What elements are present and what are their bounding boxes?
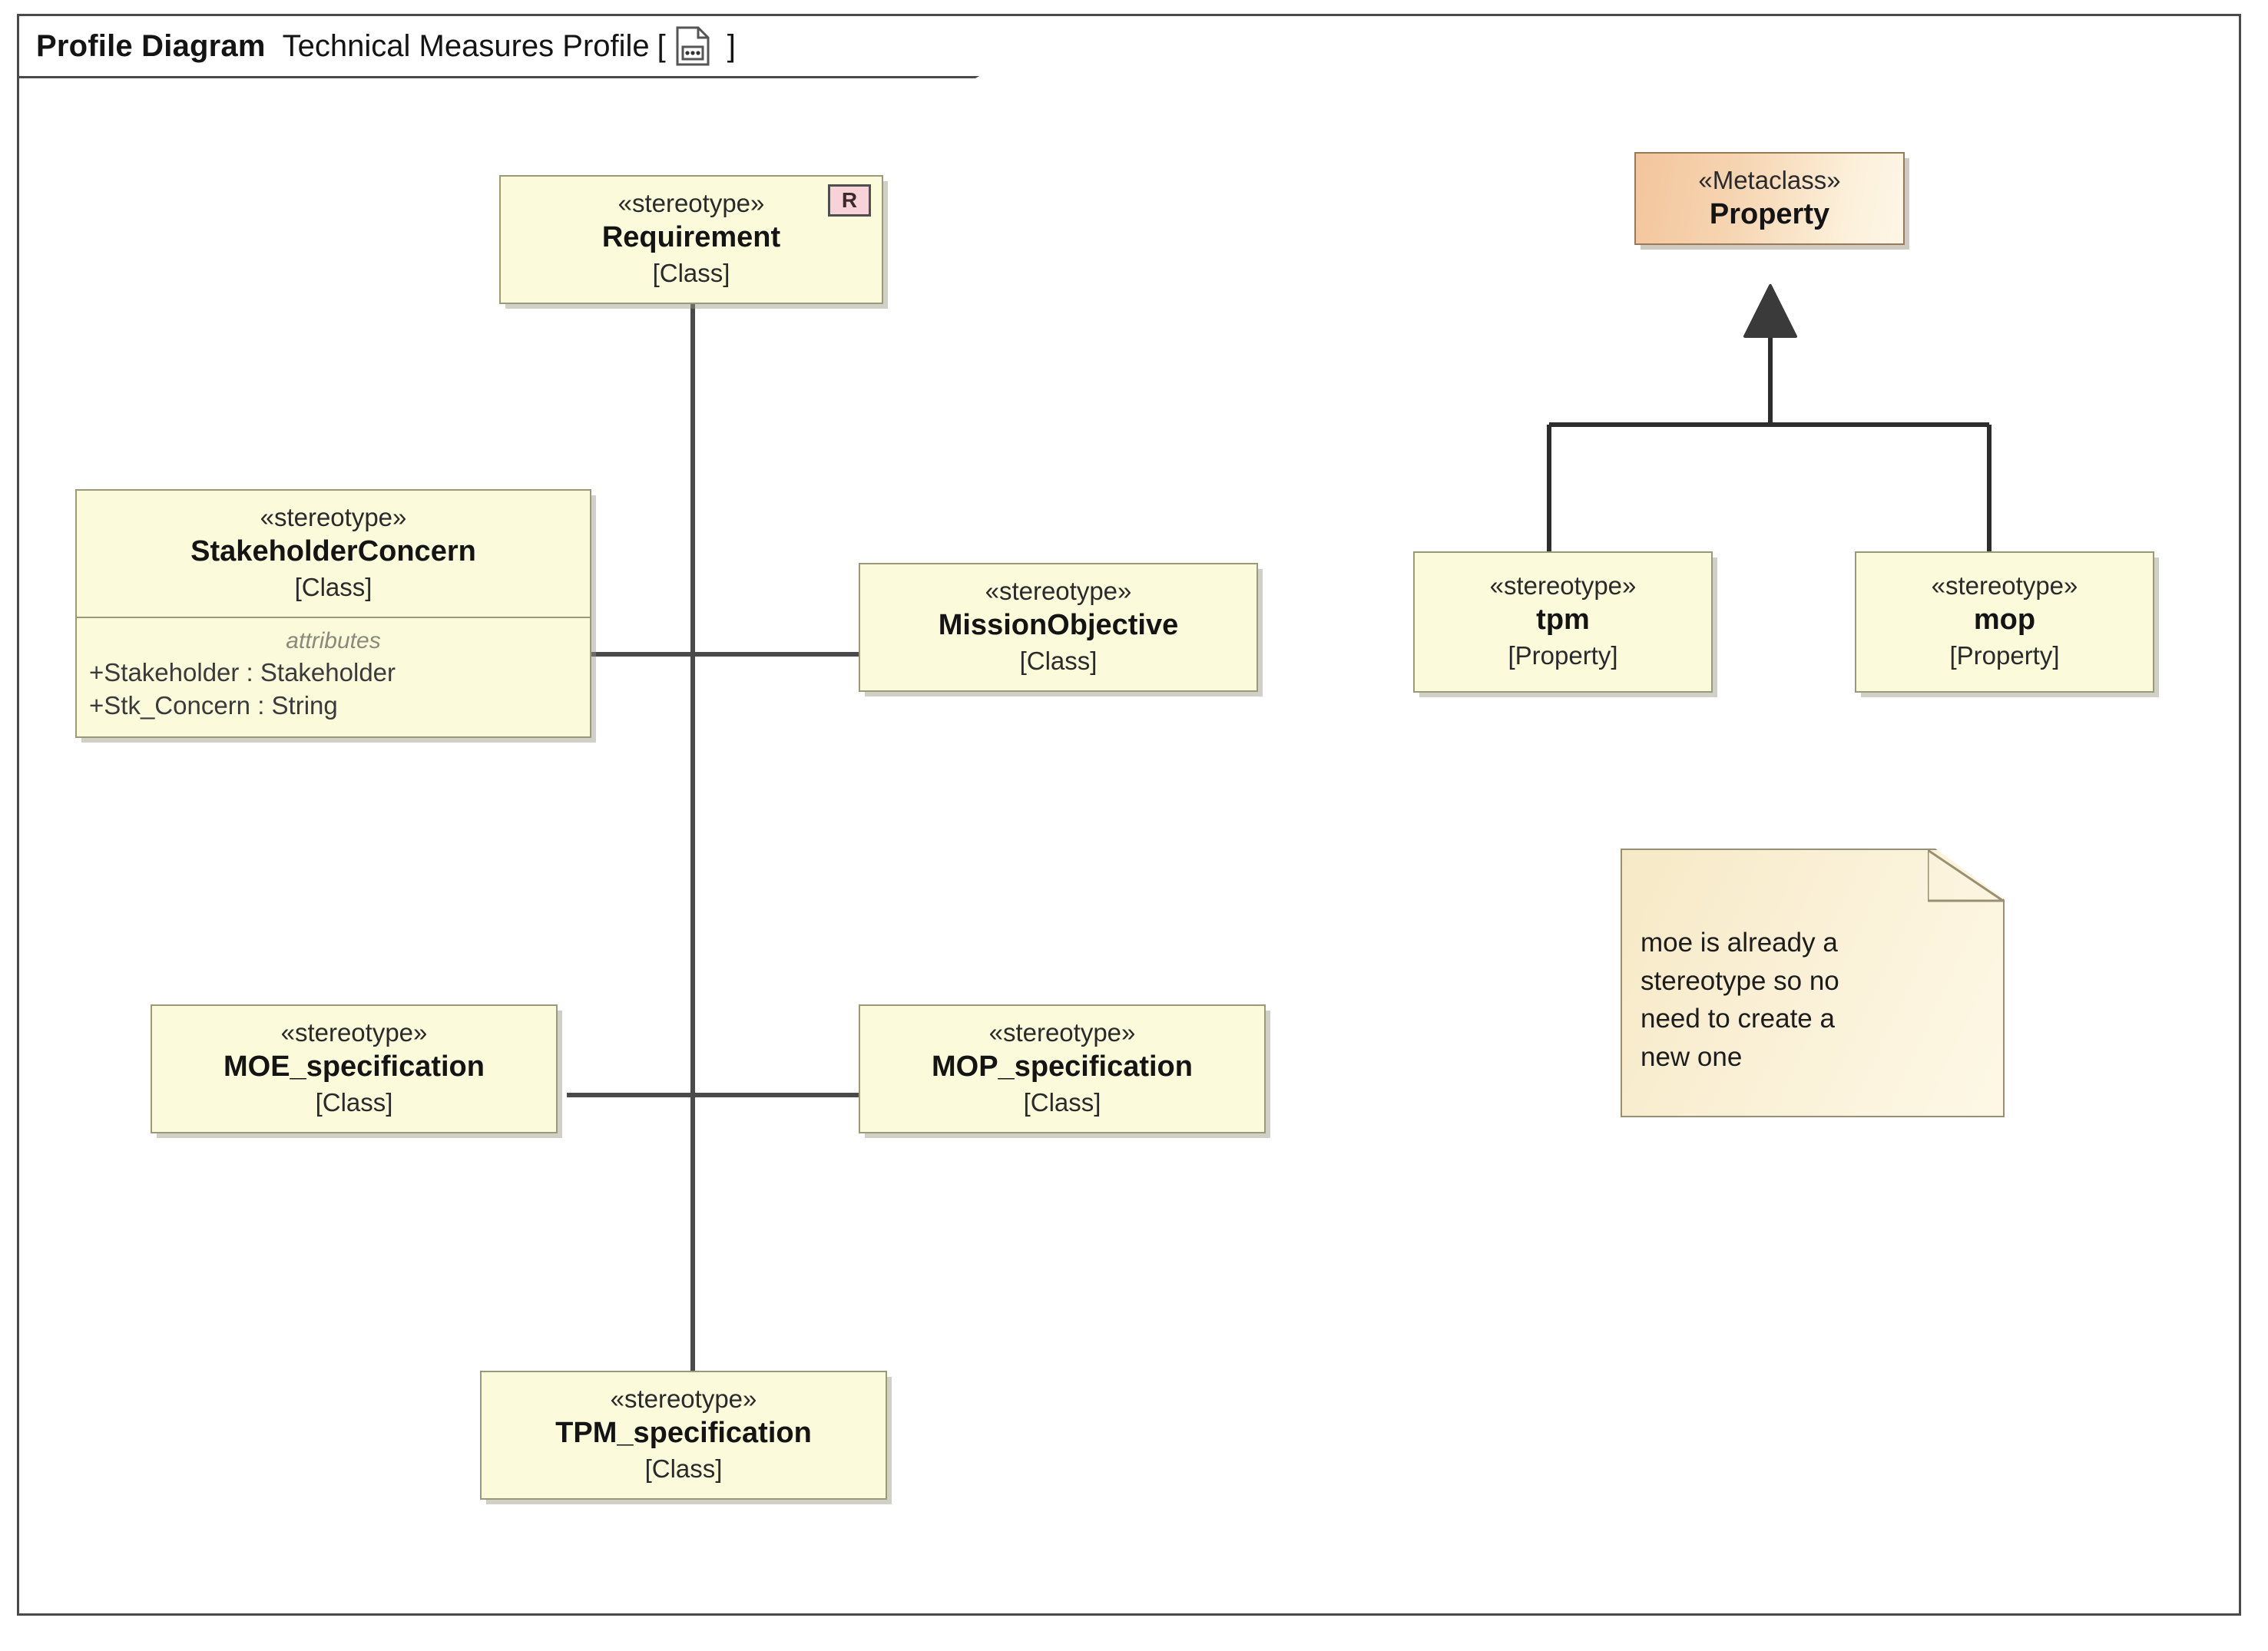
diagram-name-label: Technical Measures Profile (282, 28, 650, 63)
diagram-type-label: Profile Diagram (36, 28, 266, 63)
node-tpm-metatype: [Property] (1508, 640, 1618, 670)
node-tpm-specification-stereotype: «stereotype» (610, 1385, 757, 1413)
node-missionobjective-stereotype: «stereotype» (985, 577, 1132, 605)
node-stakeholderconcern-name: StakeholderConcern (190, 535, 476, 568)
node-mop-specification-header: «stereotype» MOP_specification [Class] (860, 1006, 1264, 1132)
node-mop-specification-stereotype: «stereotype» (988, 1018, 1136, 1047)
node-requirement-header: R «stereotype» Requirement [Class] (501, 177, 882, 303)
node-requirement-stereotype: «stereotype» (617, 189, 765, 217)
node-moe-specification-stereotype: «stereotype» (280, 1018, 428, 1047)
node-tpm-specification-header: «stereotype» TPM_specification [Class] (482, 1372, 886, 1498)
note-line: need to create a (1641, 1004, 1835, 1034)
node-tpm[interactable]: «stereotype» tpm [Property] (1413, 551, 1713, 693)
node-stakeholderconcern-header: «stereotype» StakeholderConcern [Class] (77, 491, 590, 617)
node-stakeholderconcern-stereotype: «stereotype» (260, 503, 407, 531)
node-mop-name: mop (1973, 604, 2036, 637)
requirement-r-badge: R (828, 184, 871, 217)
node-moe-specification-name: MOE_specification (223, 1050, 485, 1084)
node-missionobjective-name: MissionObjective (938, 609, 1179, 642)
node-missionobjective-header: «stereotype» MissionObjective [Class] (860, 564, 1257, 690)
note-text: moe is already a stereotype so no need t… (1641, 924, 1989, 1077)
node-tpm-specification[interactable]: «stereotype» TPM_specification [Class] (480, 1371, 887, 1500)
note-line: stereotype so no (1641, 965, 1839, 996)
node-mop-specification-name: MOP_specification (932, 1050, 1193, 1084)
node-stakeholderconcern[interactable]: «stereotype» StakeholderConcern [Class] … (75, 489, 591, 738)
diagram-frame (17, 14, 2241, 1616)
node-mop-specification-metatype: [Class] (1023, 1087, 1101, 1117)
attribute-row: +Stk_Concern : String (89, 690, 338, 720)
diagram-document-icon (675, 25, 710, 67)
note-line: new one (1641, 1042, 1743, 1073)
node-requirement-metatype: [Class] (652, 258, 730, 287)
node-property-metaclass-stereotype: «Metaclass» (1698, 166, 1841, 194)
node-requirement[interactable]: R «stereotype» Requirement [Class] (499, 175, 883, 304)
node-tpm-specification-name: TPM_specification (555, 1417, 812, 1450)
node-requirement-name: Requirement (601, 221, 781, 254)
node-missionobjective[interactable]: «stereotype» MissionObjective [Class] (859, 563, 1258, 692)
node-moe-specification-header: «stereotype» MOE_specification [Class] (152, 1006, 556, 1132)
node-property-metaclass-header: «Metaclass» Property (1636, 154, 1903, 243)
note-line: moe is already a (1641, 928, 1838, 958)
node-mop-specification[interactable]: «stereotype» MOP_specification [Class] (859, 1004, 1266, 1133)
node-moe-specification-metatype: [Class] (315, 1087, 393, 1117)
node-property-metaclass-name: Property (1709, 198, 1830, 231)
node-stakeholderconcern-attributes: attributes +Stakeholder : Stakeholder +S… (77, 616, 590, 736)
attributes-compartment-title: attributes (286, 627, 381, 653)
node-property-metaclass[interactable]: «Metaclass» Property (1634, 152, 1905, 245)
note-comment[interactable]: moe is already a stereotype so no need t… (1621, 849, 2005, 1117)
node-tpm-header: «stereotype» tpm [Property] (1415, 553, 1711, 691)
node-missionobjective-metatype: [Class] (1019, 646, 1098, 675)
node-tpm-name: tpm (1536, 604, 1590, 637)
attribute-row: +Stakeholder : Stakeholder (89, 658, 396, 687)
bracket-open: [ (657, 28, 666, 63)
node-mop-header: «stereotype» mop [Property] (1856, 553, 2153, 691)
node-moe-specification[interactable]: «stereotype» MOE_specification [Class] (151, 1004, 558, 1133)
node-tpm-stereotype: «stereotype» (1489, 571, 1637, 600)
note-fold-corner-icon (1928, 849, 2004, 902)
node-mop[interactable]: «stereotype» mop [Property] (1855, 551, 2154, 693)
bracket-close: ] (727, 28, 736, 63)
node-mop-stereotype: «stereotype» (1931, 571, 2078, 600)
node-tpm-specification-metatype: [Class] (644, 1454, 723, 1483)
diagram-frame-header: Profile Diagram Technical Measures Profi… (17, 14, 1015, 78)
node-mop-metatype: [Property] (1949, 640, 2060, 670)
node-stakeholderconcern-metatype: [Class] (294, 572, 372, 601)
